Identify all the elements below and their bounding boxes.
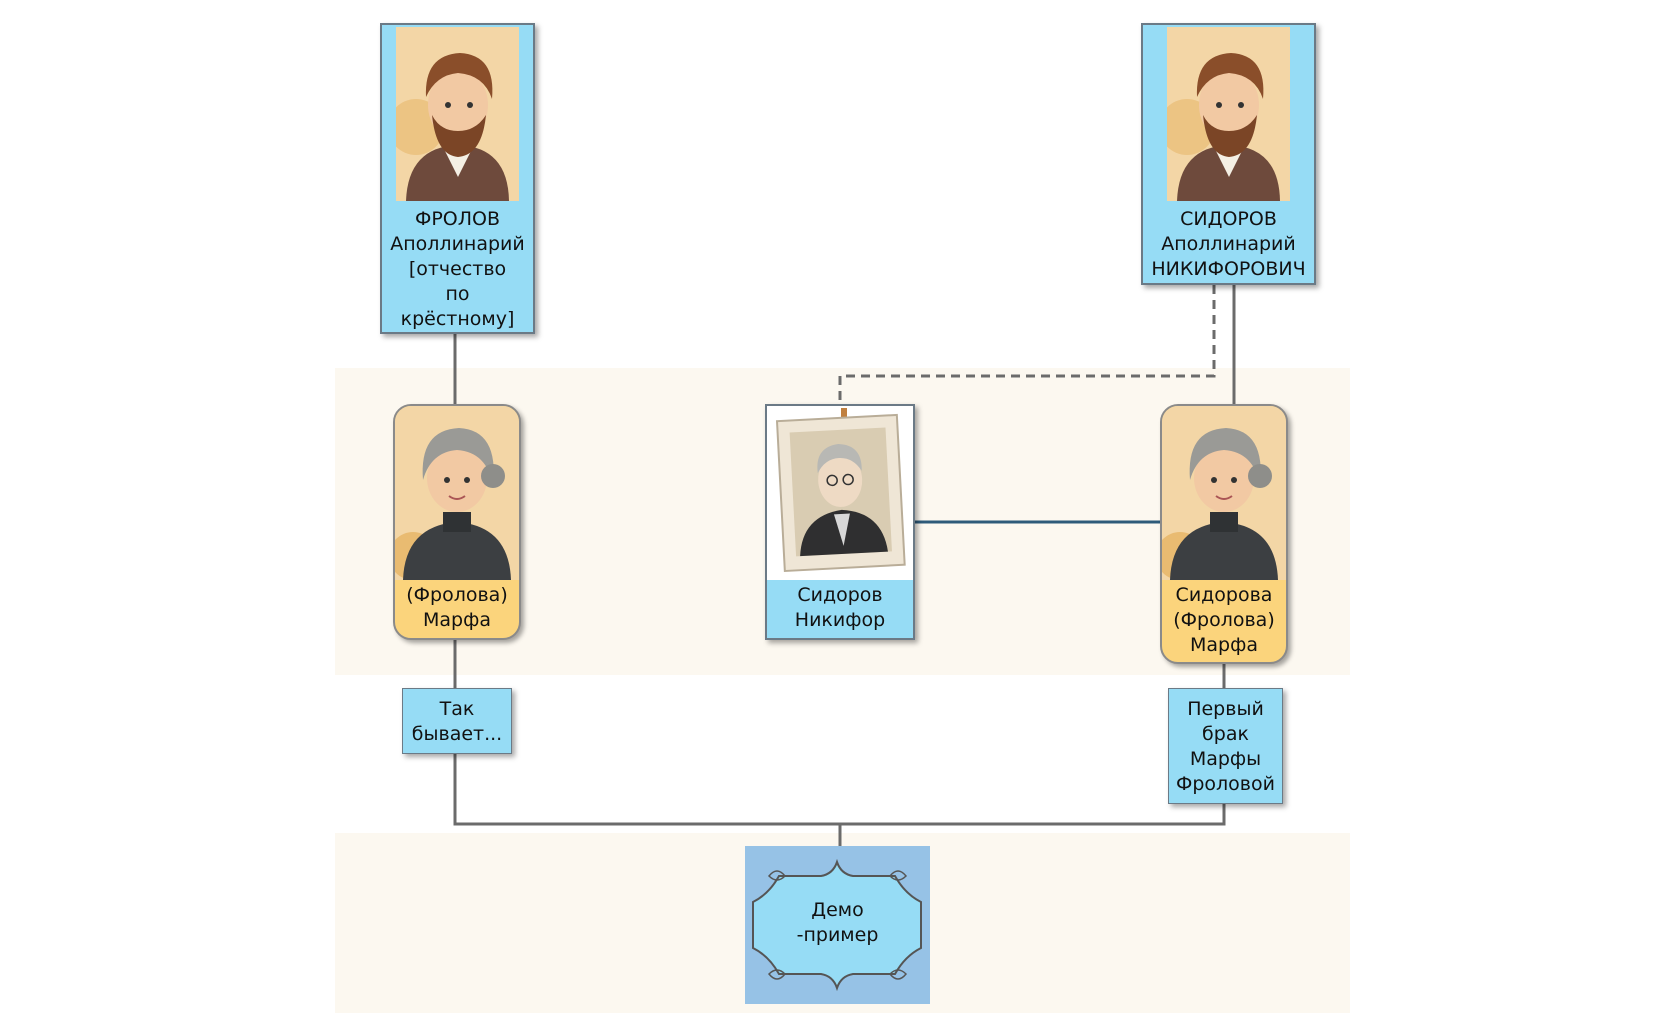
person-name-line: Никифор [794,609,886,631]
person-name-line: по [445,283,470,305]
person-name-line: Марфа [423,609,491,631]
note-line: Первый [1187,698,1264,720]
person-name-line: Аполлинарий [390,233,525,255]
person-name-line: СИДОРОВ [1180,208,1277,230]
root-card-demo[interactable]: Демо -пример [745,846,930,1004]
person-card-sidorov-apollinariy[interactable]: СИДОРОВ Аполлинарий НИКИФОРОВИЧ [1141,23,1316,285]
connector-notes-to-root [453,754,1226,826]
note-line: Марфы [1189,748,1262,770]
note-line: Фроловой [1176,773,1275,795]
note-card-first-marriage[interactable]: Первый брак Марфы Фроловой [1168,688,1283,804]
root-line: -пример [796,924,879,946]
bearded-man-portrait-icon [1167,27,1290,201]
person-name-line: Сидоров [797,584,883,606]
framed-old-man-photo-icon [767,406,913,580]
person-name-line: (Фролова) [1173,609,1275,631]
person-card-sidorov-nikifor[interactable]: Сидоров Никифор [765,404,915,640]
person-name-line: Сидорова [1175,584,1273,606]
person-name-line: [отчество [408,258,507,280]
person-name-line: крёстному] [400,308,515,330]
person-card-marfa-frolova[interactable]: (Фролова) Марфа [393,404,521,640]
note-line: брак [1202,723,1249,745]
root-line: Демо [811,899,864,921]
person-name-line: ФРОЛОВ [414,208,501,230]
person-card-marfa-sidorova[interactable]: Сидорова (Фролова) Марфа [1160,404,1288,664]
ornamental-frame-icon [752,858,922,992]
note-line: бывает... [411,723,503,745]
old-woman-portrait-icon [395,406,519,580]
person-name-line: Аполлинарий [1161,233,1296,255]
person-name-line: НИКИФОРОВИЧ [1151,258,1306,280]
person-name-line: (Фролова) [406,584,508,606]
bearded-man-portrait-icon [396,27,519,201]
old-woman-portrait-icon [1162,406,1286,580]
person-name-line: Марфа [1190,634,1258,656]
connector-dashed-sidorov-nikifor [838,285,1216,404]
note-line: Так [439,698,475,720]
note-card-tak-byvaet[interactable]: Так бывает... [402,688,512,754]
person-card-frolov[interactable]: ФРОЛОВ Аполлинарий [отчество по крёстном… [380,23,535,334]
